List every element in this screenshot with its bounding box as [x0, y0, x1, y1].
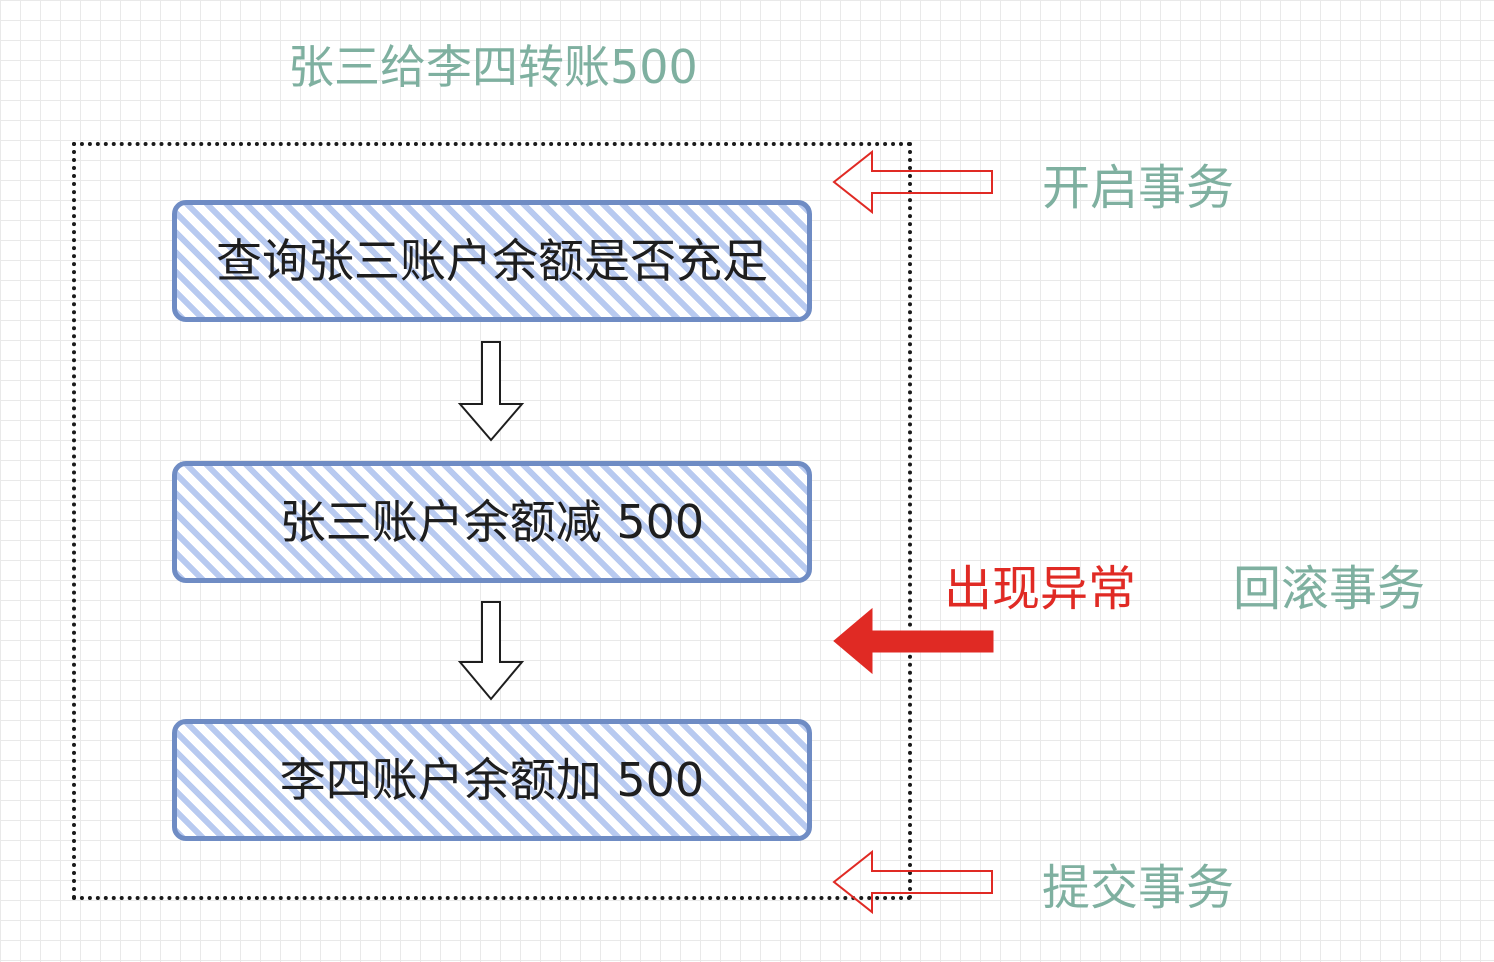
- commit-transaction-label: 提交事务: [1042, 860, 1235, 916]
- down-arrow-icon: [457, 601, 525, 701]
- rollback-transaction-label: 回滚事务: [1233, 561, 1426, 617]
- begin-transaction-label: 开启事务: [1042, 160, 1235, 216]
- step-label-check-balance: 查询张三账户余额是否充足: [216, 234, 768, 288]
- diagram-title: 张三给李四转账500: [288, 40, 698, 94]
- commit-arrow-icon: [832, 849, 993, 915]
- step-box-debit: 张三账户余额减 500: [172, 461, 812, 583]
- transaction-boundary: [72, 142, 912, 900]
- rollback-arrow-icon: [833, 607, 994, 675]
- begin-arrow-icon: [832, 149, 993, 215]
- step-box-credit: 李四账户余额加 500: [172, 719, 812, 841]
- step-label-credit: 李四账户余额加 500: [279, 753, 705, 807]
- step-box-check-balance: 查询张三账户余额是否充足: [172, 200, 812, 322]
- step-label-debit: 张三账户余额减 500: [279, 495, 705, 549]
- down-arrow-icon: [457, 341, 525, 442]
- exception-label: 出现异常: [944, 561, 1137, 617]
